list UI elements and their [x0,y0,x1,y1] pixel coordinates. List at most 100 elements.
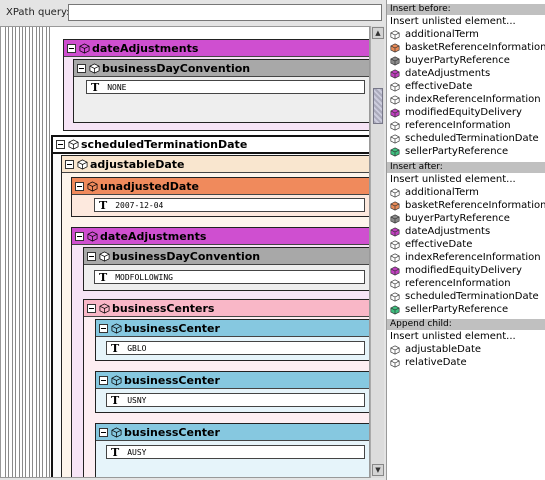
menu-item-label: referenceInformation [405,278,511,289]
menu-item-element[interactable]: buyerPartyReference [387,212,545,225]
collapse-toggle-icon[interactable] [75,181,84,191]
node-business-day-convention[interactable]: businessDayConvention T NONE [73,59,369,123]
node-business-day-convention[interactable]: businessDayConvention T MODFOLLOWING [83,247,369,291]
node-header[interactable]: dateAdjustments [64,40,369,57]
append-child-header: Append child: [387,319,545,330]
menu-item-insert-unlisted[interactable]: Insert unlisted element... [387,173,545,186]
menu-item-element[interactable]: effectiveDate [387,238,545,251]
menu-item-label: sellerPartyReference [405,304,509,315]
collapse-toggle-icon[interactable] [87,303,96,313]
collapse-toggle-icon[interactable] [56,140,65,149]
menu-item-element[interactable]: basketReferenceInformation [387,41,545,54]
element-cube-icon [390,265,400,276]
node-header[interactable]: unadjustedDate [72,178,369,195]
menu-item-element[interactable]: dateAdjustments [387,225,545,238]
node-header[interactable]: businessDayConvention [84,248,369,265]
indent-guide-line [15,27,17,477]
element-cube-icon [111,375,122,385]
element-cube-icon [390,42,400,53]
menu-item-insert-unlisted[interactable]: Insert unlisted element... [387,330,545,343]
node-business-center[interactable]: businessCenter T AUSY [95,423,369,477]
collapse-toggle-icon[interactable] [99,375,108,385]
menu-item-element[interactable]: referenceInformation [387,277,545,290]
node-header[interactable]: scheduledTerminationDate [53,137,369,154]
node-label: dateAdjustments [92,41,199,55]
text-value-field[interactable]: T 2007-12-04 [94,198,365,212]
menu-item-element[interactable]: indexReferenceInformation [387,251,545,264]
element-cube-icon [390,200,400,211]
menu-item-label: buyerPartyReference [405,213,510,224]
menu-item-element[interactable]: basketReferenceInformation [387,199,545,212]
element-cube-icon [390,29,400,40]
menu-item-element[interactable]: additionalTerm [387,28,545,41]
node-header[interactable]: businessCenters [84,300,369,317]
xpath-query-label: XPath query: [6,7,70,18]
menu-item-element[interactable]: adjustableDate [387,343,545,356]
indent-guide-line [49,27,51,477]
text-value-field[interactable]: T USNY [106,393,365,407]
collapse-toggle-icon[interactable] [77,63,86,73]
menu-item-label: effectiveDate [405,81,473,92]
element-cube-icon [99,251,110,261]
menu-item-label: modifiedEquityDelivery [405,265,522,276]
text-value-field[interactable]: T NONE [86,80,365,94]
element-actions-panel: Insert before: Insert unlisted element..… [386,0,545,480]
node-label: businessDayConvention [102,61,251,75]
menu-item-element[interactable]: scheduledTerminationDate [387,132,545,145]
node-label: dateAdjustments [100,229,207,243]
menu-item-element[interactable]: additionalTerm [387,186,545,199]
menu-item-element[interactable]: sellerPartyReference [387,145,545,158]
xpath-query-input[interactable] [68,4,382,21]
node-label: businessCenter [124,425,220,439]
menu-item-element[interactable]: dateAdjustments [387,67,545,80]
collapse-toggle-icon[interactable] [75,231,84,241]
node-unadjusted-date[interactable]: unadjustedDate T 2007-12-04 [71,177,369,217]
text-value-field[interactable]: T GBLO [106,341,365,355]
menu-item-label: effectiveDate [405,239,473,250]
insert-before-header: Insert before: [387,4,545,15]
indent-guide-line [8,27,10,477]
menu-item-element[interactable]: modifiedEquityDelivery [387,106,545,119]
indent-guide-line [5,27,6,477]
menu-item-label: modifiedEquityDelivery [405,107,522,118]
text-value-field[interactable]: T MODFOLLOWING [94,270,365,284]
menu-item-element[interactable]: modifiedEquityDelivery [387,264,545,277]
menu-item-element[interactable]: scheduledTerminationDate [387,290,545,303]
scroll-down-arrow-icon[interactable]: ▼ [372,464,384,476]
element-cube-icon [390,55,400,66]
collapse-toggle-icon[interactable] [99,323,108,333]
menu-item-label: Insert unlisted element... [390,174,516,185]
text-value: MODFOLLOWING [115,272,173,282]
menu-item-element[interactable]: buyerPartyReference [387,54,545,67]
menu-item-element[interactable]: referenceInformation [387,119,545,132]
text-node-icon: T [111,445,120,459]
xpath-query-bar: XPath query: [0,0,386,26]
node-header[interactable]: businessDayConvention [74,60,369,77]
menu-item-insert-unlisted[interactable]: Insert unlisted element... [387,15,545,28]
node-header[interactable]: adjustableDate [62,156,369,173]
text-value-field[interactable]: T AUSY [106,445,365,459]
node-header[interactable]: businessCenter [96,320,369,337]
menu-item-element[interactable]: relativeDate [387,356,545,369]
node-header[interactable]: businessCenter [96,424,369,441]
collapse-toggle-icon[interactable] [87,251,96,261]
xml-tree-view[interactable]: dateAdjustments businessDayConvention T … [0,26,370,478]
node-header[interactable]: dateAdjustments [72,228,369,245]
menu-item-element[interactable]: sellerPartyReference [387,303,545,316]
node-business-center[interactable]: businessCenter T USNY [95,371,369,413]
node-business-center[interactable]: businessCenter T GBLO [95,319,369,361]
menu-item-element[interactable]: indexReferenceInformation [387,93,545,106]
scrollbar-thumb[interactable] [373,88,383,124]
indent-guide-line [18,27,20,477]
node-header[interactable]: businessCenter [96,372,369,389]
scroll-up-arrow-icon[interactable]: ▲ [372,27,384,39]
collapse-toggle-icon[interactable] [65,159,74,169]
menu-item-label: Insert unlisted element... [390,16,516,27]
menu-item-element[interactable]: effectiveDate [387,80,545,93]
collapse-toggle-icon[interactable] [99,427,108,437]
node-label: adjustableDate [90,157,185,171]
tree-vertical-scrollbar[interactable]: ▲ ▼ [370,26,384,478]
collapse-toggle-icon[interactable] [67,43,76,53]
menu-item-label: indexReferenceInformation [405,252,541,263]
